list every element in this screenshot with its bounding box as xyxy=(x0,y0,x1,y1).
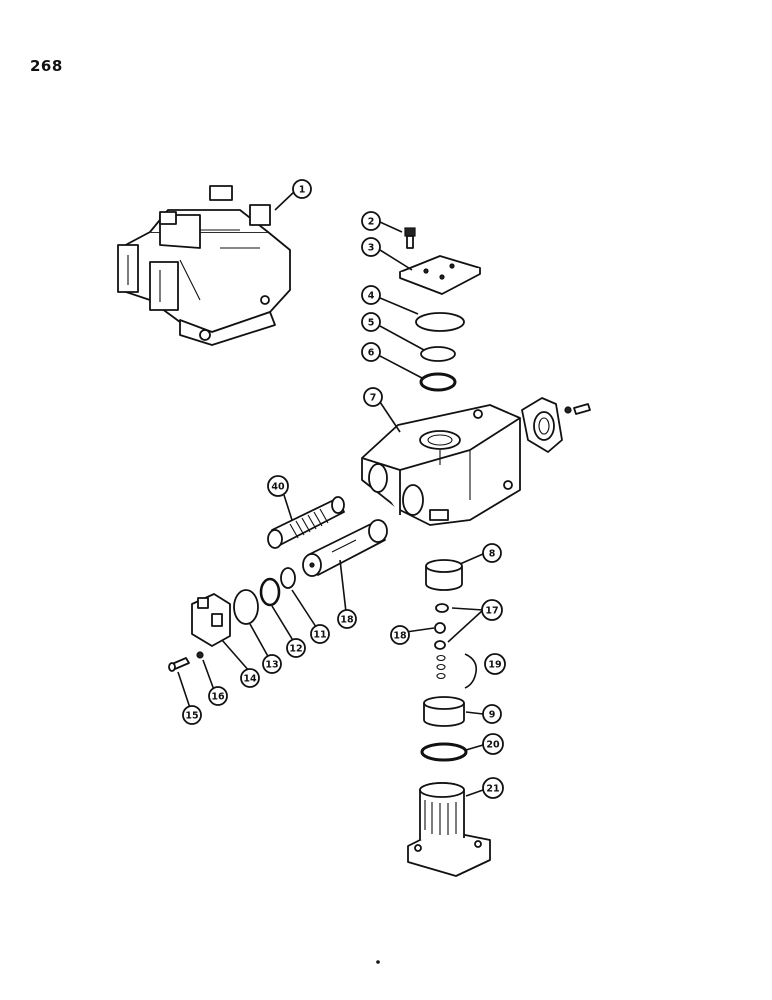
svg-text:13: 13 xyxy=(265,660,278,671)
backup-ring-part xyxy=(420,346,456,362)
callout-18-ball: 18 xyxy=(390,625,410,645)
svg-text:9: 9 xyxy=(489,710,496,721)
callout-15: 15 xyxy=(182,705,202,725)
svg-text:1: 1 xyxy=(299,185,306,196)
housing-assembly-part xyxy=(117,185,291,346)
callout-4: 4 xyxy=(361,285,381,305)
svg-text:6: 6 xyxy=(368,348,375,359)
svg-text:11: 11 xyxy=(313,630,326,641)
end-cap-part xyxy=(191,593,231,647)
callout-16: 16 xyxy=(208,686,228,706)
speck-mark xyxy=(376,960,380,964)
callout-7: 7 xyxy=(363,387,383,407)
callout-40: 40 xyxy=(267,475,289,497)
spool-part xyxy=(302,519,388,577)
callout-5: 5 xyxy=(361,312,381,332)
svg-text:15: 15 xyxy=(185,711,198,722)
svg-text:8: 8 xyxy=(489,549,496,560)
svg-text:3: 3 xyxy=(368,243,375,254)
svg-text:18: 18 xyxy=(393,631,407,642)
svg-text:21: 21 xyxy=(486,784,499,795)
cover-plate-part xyxy=(399,255,481,295)
check-valve-seat-upper-part xyxy=(435,603,449,613)
lock-washer-part xyxy=(196,651,204,659)
check-ball-part xyxy=(434,622,446,634)
svg-text:18: 18 xyxy=(340,615,354,626)
callout-17: 17 xyxy=(481,599,503,621)
check-valve-seat-lower-part xyxy=(434,640,446,650)
shim-stack-part xyxy=(436,654,446,680)
bolt-part xyxy=(404,227,416,249)
o-ring-large-part xyxy=(415,312,465,332)
seal-ring-part xyxy=(419,372,457,392)
svg-text:40: 40 xyxy=(271,482,285,493)
seal-lower-part xyxy=(420,742,468,762)
cap-screw-part xyxy=(168,657,190,672)
o-ring-small-part xyxy=(280,567,296,589)
end-cover-part xyxy=(521,397,591,453)
valve-body-part xyxy=(361,404,521,526)
svg-text:12: 12 xyxy=(289,644,302,655)
sleeve-bushing-part xyxy=(425,559,463,591)
page-number: 268 xyxy=(30,57,63,75)
svg-text:7: 7 xyxy=(370,393,377,404)
callout-8: 8 xyxy=(482,543,502,563)
callout-11: 11 xyxy=(310,624,330,644)
callout-1: 1 xyxy=(292,179,312,199)
backup-ring-medium-part xyxy=(259,577,281,607)
callout-21: 21 xyxy=(482,777,504,799)
callout-3: 3 xyxy=(361,237,381,257)
callout-20: 20 xyxy=(482,733,504,755)
callout-18-spool: 18 xyxy=(337,609,357,629)
callout-14: 14 xyxy=(240,668,260,688)
svg-text:2: 2 xyxy=(368,217,375,228)
callout-6: 6 xyxy=(361,342,381,362)
leader-lines xyxy=(177,190,484,797)
callout-13: 13 xyxy=(262,654,282,674)
callout-19: 19 xyxy=(484,653,506,675)
o-ring-medium-part xyxy=(233,589,259,625)
callout-9: 9 xyxy=(482,704,502,724)
svg-text:5: 5 xyxy=(368,318,375,329)
input-shaft-flange-part xyxy=(407,782,491,877)
svg-text:20: 20 xyxy=(486,740,500,751)
callout-2: 2 xyxy=(361,211,381,231)
svg-text:17: 17 xyxy=(485,606,498,617)
svg-text:14: 14 xyxy=(243,674,257,685)
svg-text:4: 4 xyxy=(368,291,375,302)
spool-with-spring-part xyxy=(267,496,345,549)
svg-text:16: 16 xyxy=(211,692,225,703)
sleeve-lower-part xyxy=(423,696,465,727)
callout-12: 12 xyxy=(286,638,306,658)
svg-text:19: 19 xyxy=(488,660,501,671)
